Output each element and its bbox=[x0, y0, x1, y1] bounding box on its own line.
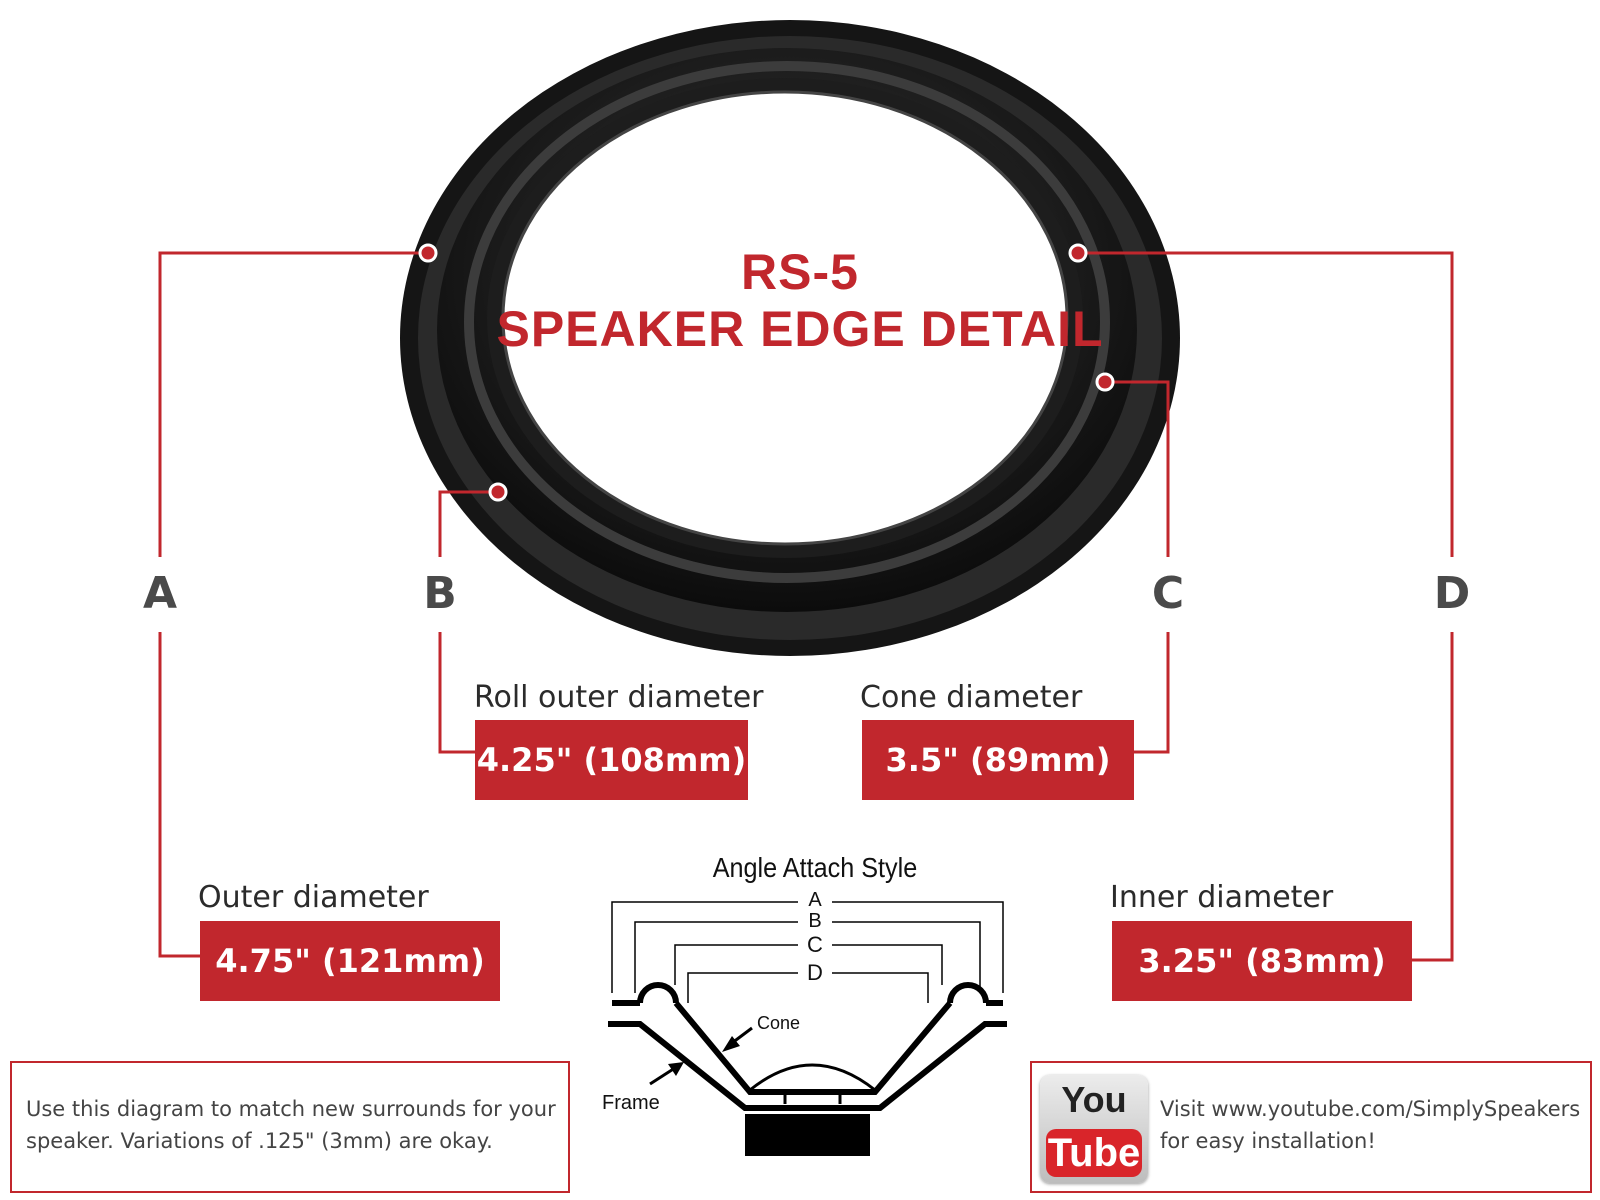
cone-diameter-label: Cone diameter bbox=[860, 680, 1083, 715]
roll-outer-diameter-label: Roll outer diameter bbox=[474, 680, 764, 715]
outer-diameter-value: 4.75" (121mm) bbox=[200, 921, 500, 1001]
inner-diameter-value: 3.25" (83mm) bbox=[1112, 921, 1412, 1001]
speaker-surround-image bbox=[400, 20, 1180, 656]
usage-note-line-2: speaker. Variations of .125" (3mm) are o… bbox=[26, 1129, 493, 1153]
cross-section-letter-d: D bbox=[807, 960, 823, 985]
outer-diameter-label: Outer diameter bbox=[198, 880, 429, 915]
youtube-callout-line-2: for easy installation! bbox=[1160, 1129, 1376, 1153]
diagram-title-subtitle: SPEAKER EDGE DETAIL bbox=[496, 301, 1104, 357]
dimension-letter-a: A bbox=[142, 568, 178, 619]
youtube-logo-tube: Tube bbox=[1046, 1129, 1142, 1177]
cross-section-letter-a: A bbox=[808, 889, 822, 911]
cross-section-letter-c: C bbox=[807, 932, 823, 957]
angle-attach-cross-section bbox=[608, 901, 1007, 1156]
leader-lines bbox=[158, 251, 1454, 962]
youtube-callout-line-1[interactable]: Visit www.youtube.com/SimplySpeakers bbox=[1160, 1097, 1581, 1121]
leader-dots bbox=[418, 243, 1115, 502]
cone-diameter-value: 3.5" (89mm) bbox=[862, 720, 1134, 800]
usage-note-box bbox=[10, 1061, 570, 1193]
dimension-letter-c: C bbox=[1151, 568, 1185, 619]
youtube-logo-you: You bbox=[1061, 1079, 1127, 1120]
cross-section-letter-b: B bbox=[808, 910, 822, 932]
youtube-logo-icon[interactable]: You Tube bbox=[1040, 1075, 1148, 1183]
diagram-title-model: RS-5 bbox=[741, 244, 859, 300]
dimension-letter-d: D bbox=[1433, 568, 1471, 619]
roll-outer-diameter-value: 4.25" (108mm) bbox=[475, 720, 748, 800]
inner-diameter-label: Inner diameter bbox=[1110, 880, 1334, 915]
frame-label: Frame bbox=[602, 1092, 660, 1114]
usage-note-line-1: Use this diagram to match new surrounds … bbox=[26, 1097, 556, 1121]
cross-section-title: Angle Attach Style bbox=[712, 852, 918, 883]
dimension-letter-b: B bbox=[423, 568, 457, 619]
cone-label: Cone bbox=[757, 1013, 801, 1033]
